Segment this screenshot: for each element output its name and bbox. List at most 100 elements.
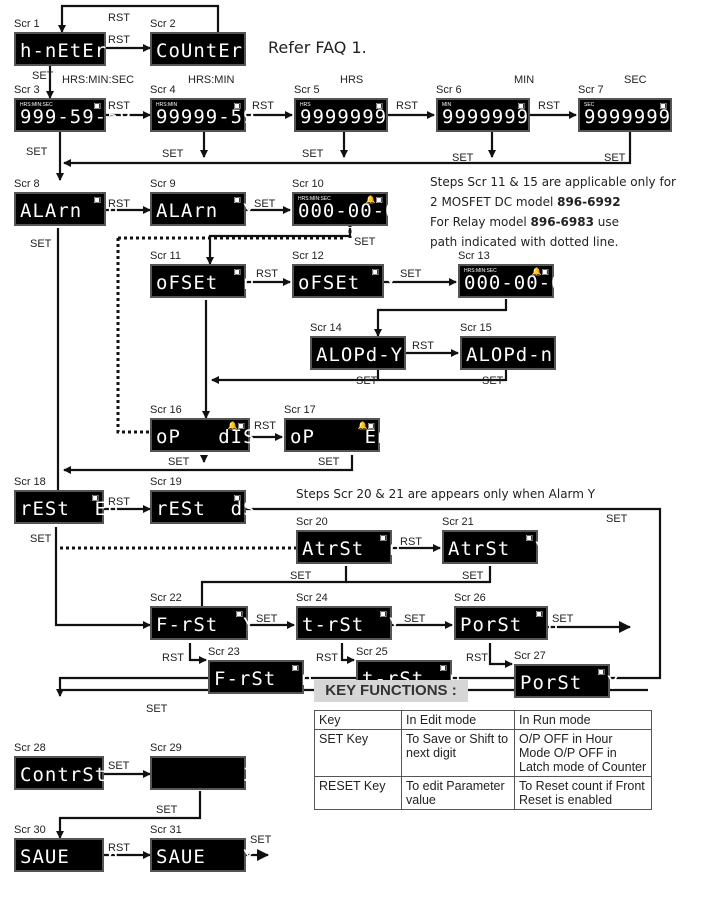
rst-label: RST: [466, 652, 488, 664]
rst-label: RST: [108, 496, 130, 508]
screen-label: Scr 25: [356, 646, 388, 658]
arrow-scr22-scr23: [188, 643, 207, 664]
output-icon: ▣: [91, 493, 99, 502]
screen-label: Scr 15: [460, 322, 492, 334]
display-scr28: ContrSt: [14, 756, 106, 790]
display-mode-label: HRS:MIN:SEC: [20, 102, 53, 108]
display-text: PorSt n: [460, 614, 560, 636]
key-functions-table: Key In Edit mode In Run mode SET Key To …: [314, 710, 652, 810]
arrow-scr17-back: [63, 455, 354, 474]
note-line: 2 MOSFET DC model 896-6992: [430, 192, 676, 212]
display-scr23: F-rSt n▣: [208, 660, 313, 694]
rst-label: RST: [252, 100, 274, 112]
display-scr9: ALArn Y▣: [150, 192, 255, 226]
note-text: use: [593, 215, 620, 229]
display-scr29: 3: [150, 756, 255, 790]
screen-label: Scr 7: [578, 84, 604, 96]
arrow-scr26-scr27: [488, 643, 513, 668]
table-cell: O/P OFF in Hour Mode O/P OFF in Latch mo…: [514, 729, 652, 777]
mode-label-h: HRS: [340, 74, 364, 86]
display-mode-label: HRS:MIN:SEC: [464, 268, 497, 274]
dotted-relay-path: [116, 238, 150, 434]
display-scr19: rESt dS▣: [150, 490, 255, 524]
mode-label-s: SEC: [624, 74, 647, 86]
model-number: 896-6983: [530, 215, 594, 229]
table-header-row: Key In Edit mode In Run mode: [314, 710, 652, 730]
set-label: SET: [290, 570, 312, 582]
display-text: AtrSt Y: [448, 538, 548, 560]
display-mode-label: HRS:MIN:SEC: [298, 196, 331, 202]
screen-label: Scr 8: [14, 178, 40, 190]
mode-label-hm: HRS:MIN: [188, 74, 235, 86]
display-scr12: oFSEt Y▣: [292, 264, 397, 298]
display-text: 99999-59: [156, 106, 256, 128]
display-mode-label: MIN: [442, 102, 452, 108]
screen-label: Scr 22: [150, 592, 182, 604]
set-label: SET: [318, 456, 340, 468]
display-text: 000-00-01: [464, 272, 576, 294]
output-icon: ▣: [379, 533, 387, 542]
display-scr27: PorSt Y▣: [514, 664, 619, 698]
screen-label: Scr 28: [14, 742, 46, 754]
arrow-scr10-scr11: [206, 228, 352, 265]
output-icon: ▣: [233, 267, 241, 276]
display-scr22: F-rSt Y▣: [150, 606, 255, 640]
mode-label-m: MIN: [514, 74, 535, 86]
table-cell: To edit Parameter value: [401, 776, 515, 810]
rst-label: RST: [256, 268, 278, 280]
display-scr15: ALOPd-n: [460, 336, 556, 370]
model-number: 896-6992: [557, 195, 621, 209]
output-icon: ▣: [371, 267, 379, 276]
screen-label: Scr 16: [150, 404, 182, 416]
display-text: F-rSt n: [214, 668, 314, 690]
screen-label: Scr 29: [150, 742, 182, 754]
screen-label: Scr 1: [14, 18, 40, 30]
output-icon: ▣: [233, 101, 241, 110]
screen-label: Scr 27: [514, 650, 546, 662]
display-scr18: rESt En▣: [14, 490, 119, 524]
set-label: SET: [606, 513, 628, 525]
display-text: ALOPd-Y: [316, 344, 404, 366]
table-cell: To Reset count if Front Reset is enabled: [514, 776, 652, 810]
display-text: rESt dS: [156, 498, 256, 520]
set-label: SET: [250, 834, 272, 846]
screen-label: Scr 12: [292, 250, 324, 262]
set-label: SET: [302, 148, 324, 160]
display-scr2: CoUntEr: [150, 32, 246, 66]
display-text: oP dIS: [156, 426, 256, 448]
rst-label: RST: [400, 536, 422, 548]
screen-label: Scr 9: [150, 178, 176, 190]
mode-label-hms: HRS:MIN:SEC: [62, 74, 135, 86]
display-text: F-rSt Y: [156, 614, 256, 636]
note-text: 2 MOSFET DC model: [430, 195, 558, 209]
arrow-scr13-scr14: [374, 299, 508, 337]
output-icon: ▣: [233, 493, 241, 502]
set-label: SET: [156, 804, 178, 816]
screen-label: Scr 11: [150, 250, 181, 262]
rst-label: RST: [108, 34, 130, 46]
display-text: 9999999: [584, 106, 672, 128]
display-mode-label: HRS: [300, 102, 311, 108]
output-icon: ▣: [93, 195, 101, 204]
display-text: 000-00-01: [298, 200, 410, 222]
set-label: SET: [356, 375, 378, 387]
arrow-scr19-loop: [56, 507, 662, 697]
display-scr24: t-rSt Y▣: [296, 606, 401, 640]
output-icon: ▣: [439, 663, 447, 672]
set-label: SET: [146, 703, 168, 715]
display-text: t-rSt Y: [302, 614, 402, 636]
note-text: For Relay model: [430, 215, 531, 229]
rst-label: RST: [316, 652, 338, 664]
note-line: Steps Scr 11 & 15 are applicable only fo…: [430, 175, 676, 189]
set-label: SET: [256, 613, 278, 625]
display-text: 9999999: [300, 106, 388, 128]
bell-output-icon: 🔔▣: [365, 195, 383, 204]
screen-label: Scr 14: [310, 322, 342, 334]
rst-label: RST: [108, 12, 130, 24]
bell-output-icon: 🔔▣: [227, 421, 245, 430]
display-text: SAUE n: [20, 846, 120, 868]
display-text: oFSEt n: [156, 272, 256, 294]
